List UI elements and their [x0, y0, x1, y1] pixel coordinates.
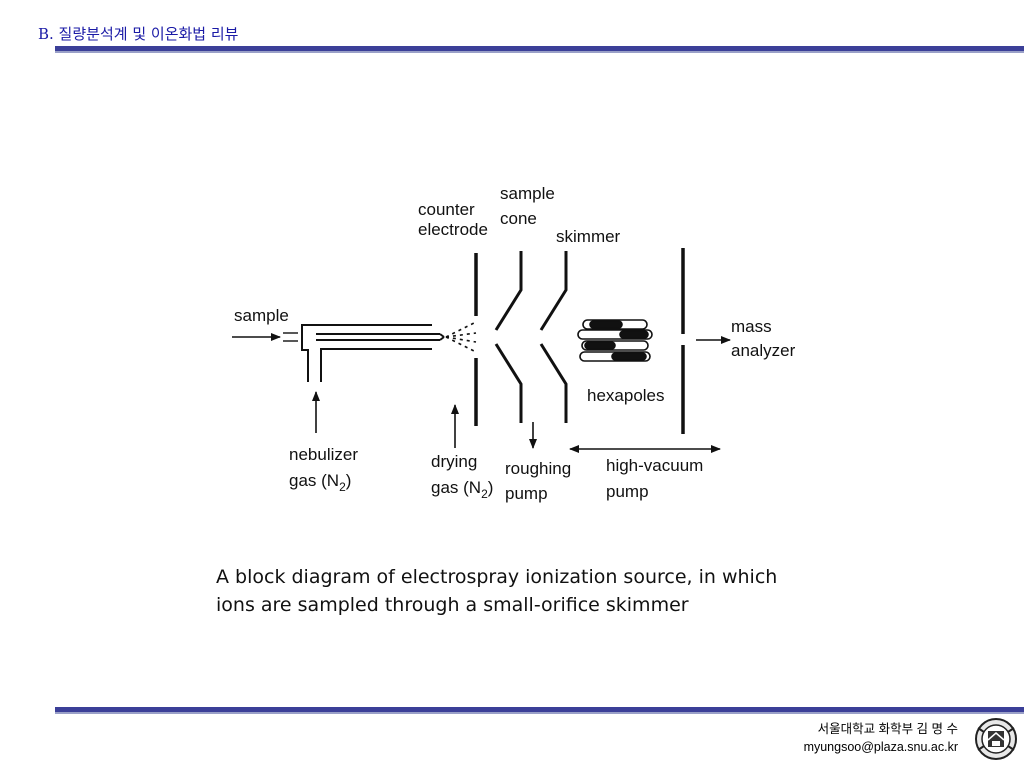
esi-source-diagram: sample counter electrode sample cone ski… [232, 184, 796, 503]
caption-line-1: A block diagram of electrospray ionizati… [216, 566, 778, 588]
header-rule [55, 46, 1024, 51]
footer-email: myungsoo@plaza.snu.ac.kr [803, 740, 958, 754]
drying-gas-close: ) [488, 478, 494, 497]
nebulizer-capillary [301, 324, 445, 382]
footer-rule-shadow [55, 712, 1024, 714]
label-drying-gas-line2: gas (N2) [431, 478, 493, 501]
footer-affiliation: 서울대학교 화학부 김 명 수 [817, 722, 958, 736]
label-sample: sample [234, 306, 289, 325]
label-roughing-pump-line1: roughing [505, 459, 571, 478]
caption-line-2: ions are sampled through a small-orifice… [216, 594, 689, 616]
nebulizer-gas-text: gas (N [289, 471, 339, 490]
label-sample-cone-line1: sample [500, 184, 555, 203]
label-counter-electrode-line1: counter [418, 200, 475, 219]
footer-rule [55, 707, 1024, 712]
label-roughing-pump-line2: pump [505, 484, 548, 503]
slide-title: B. 질량분석계 및 이온화법 리뷰 [38, 25, 239, 43]
nebulizer-gas-close: ) [346, 471, 352, 490]
label-skimmer: skimmer [556, 227, 621, 246]
hexapoles [577, 319, 653, 362]
nebulizer-gas-subscript: 2 [339, 480, 346, 494]
label-counter-electrode-line2: electrode [418, 220, 488, 239]
label-nebulizer-gas-line1: nebulizer [289, 445, 358, 464]
label-hexapoles: hexapoles [587, 386, 665, 405]
label-mass-analyzer-line2: analyzer [731, 341, 796, 360]
label-high-vacuum-pump-line2: pump [606, 482, 649, 501]
header-rule-shadow [55, 51, 1024, 53]
label-drying-gas-line1: drying [431, 452, 477, 471]
footer: 서울대학교 화학부 김 명 수 myungsoo@plaza.snu.ac.kr [804, 720, 958, 756]
drying-gas-subscript: 2 [481, 487, 488, 501]
label-nebulizer-gas-line2: gas (N2) [289, 471, 351, 494]
figure-caption: A block diagram of electrospray ionizati… [216, 563, 876, 619]
label-high-vacuum-pump-line1: high-vacuum [606, 456, 703, 475]
university-emblem-icon [975, 718, 1017, 760]
drying-gas-text: gas (N [431, 478, 481, 497]
skimmer [539, 251, 568, 423]
spray-plume [445, 321, 477, 353]
sample-cone [494, 251, 523, 423]
label-mass-analyzer-line1: mass [731, 317, 772, 336]
label-sample-cone-line2: cone [500, 209, 537, 228]
